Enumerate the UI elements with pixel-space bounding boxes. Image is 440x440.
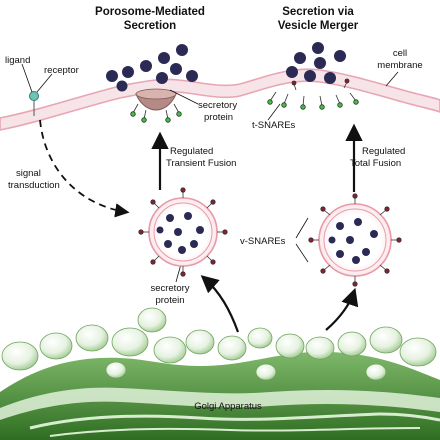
label-cell-membrane-line2: membrane: [377, 60, 422, 71]
golgi-to-right-arrow: [325, 287, 359, 331]
label-v-snares: v-SNAREs: [240, 236, 286, 247]
left-vesicle: [138, 187, 228, 277]
porosome: [135, 88, 177, 111]
secreted-proteins-right: [286, 42, 346, 84]
label-regulated-transient-line2: Transient Fusion: [166, 158, 236, 169]
label-secretory-protein-bottom-line2: protein: [155, 295, 184, 306]
golgi-vesicle-blobs: [1, 307, 437, 381]
label-secretory-protein-top-line2: protein: [204, 112, 233, 123]
right-vesicle: [308, 193, 402, 287]
label-regulated-transient-line1: Regulated: [170, 146, 213, 157]
label-signal-transduction-line2: transduction: [8, 180, 60, 191]
label-secretory-protein-bottom-line1: secretory: [150, 283, 189, 294]
right-t-snares: [267, 91, 359, 110]
receptor: [29, 91, 39, 116]
label-secretory-protein-top-line1: secretory: [198, 100, 237, 111]
label-cell-membrane-line1: cell: [393, 48, 407, 59]
right-v-snares-merged: [291, 78, 350, 91]
title-vesicle-line1: Secretion via: [282, 6, 354, 18]
title-vesicle-line2: Vesicle Merger: [278, 20, 359, 32]
label-regulated-total-line1: Regulated: [362, 146, 405, 157]
signal-transduction-arrow: [39, 119, 130, 218]
title-porosome-line1: Porosome-Mediated: [95, 6, 205, 18]
label-t-snares: t-SNAREs: [252, 120, 296, 131]
porosome-t-snares: [130, 103, 182, 123]
label-signal-transduction-line1: signal: [16, 168, 41, 179]
secreted-proteins-left: [106, 44, 198, 92]
label-receptor: receptor: [44, 65, 79, 76]
arrows: [39, 119, 363, 333]
label-regulated-total-line2: Total Fusion: [350, 158, 401, 169]
golgi-to-left-arrow: [200, 275, 240, 333]
label-ligand: ligand: [5, 55, 30, 66]
title-porosome-line2: Secretion: [124, 20, 176, 32]
label-golgi-apparatus: Golgi Apparatus: [194, 401, 262, 412]
